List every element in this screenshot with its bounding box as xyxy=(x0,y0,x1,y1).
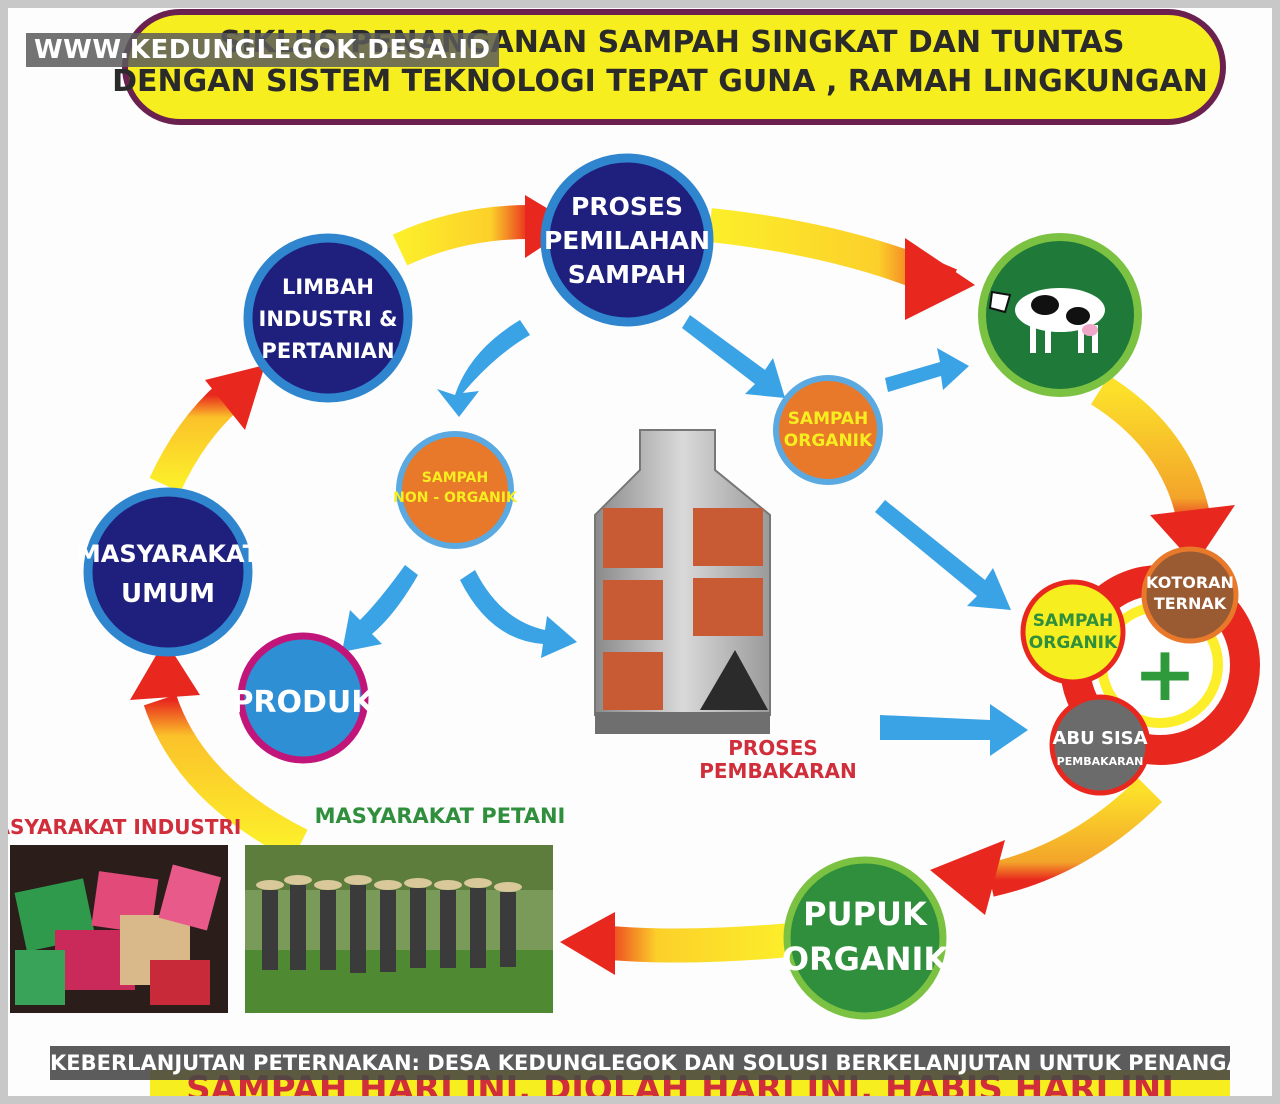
industri-product-photo xyxy=(10,845,228,1013)
blue-arrow-to-mix xyxy=(875,500,1011,610)
node-sampah-non-organik: SAMPAH NON - ORGANIK xyxy=(393,431,518,549)
non-organik-line-2: NON - ORGANIK xyxy=(393,490,518,506)
ring-segment-left xyxy=(149,382,242,493)
masyarakat-umum-line-1: MASYARAKAT xyxy=(77,540,260,568)
sampah-organik-line-1: SAMPAH xyxy=(788,409,869,429)
site-watermark: WWW.KEDUNGLEGOK.DESA.ID xyxy=(26,33,499,67)
ring-segment-lower-left xyxy=(143,694,308,861)
abu-sisa-line-1: ABU SISA xyxy=(1052,728,1147,749)
mix-sampah-organik-line-1: SAMPAH xyxy=(1033,611,1114,631)
non-organik-line-1: SAMPAH xyxy=(422,470,488,486)
masyarakat-industri-label: MASYARAKAT INDUSTRI xyxy=(0,815,241,839)
node-masyarakat-umum: MASYARAKAT UMUM xyxy=(77,487,260,657)
node-cow xyxy=(978,233,1142,397)
ring-arrowhead-4 xyxy=(930,840,1005,915)
blue-arrow-to-produk xyxy=(342,565,418,652)
node-proses-pemilahan: PROSES PEMILAHAN SAMPAH xyxy=(540,153,714,327)
limbah-line-1: LIMBAH xyxy=(282,275,374,299)
banner-line-2: DENGAN SISTEM TEKNOLOGI TEPAT GUNA , RAM… xyxy=(112,64,1208,99)
proses-pemilahan-line-1: PROSES xyxy=(571,192,683,221)
node-pupuk-organik: PUPUK ORGANIK xyxy=(782,856,950,1020)
node-produk: PRODUK xyxy=(231,632,376,764)
limbah-line-2: INDUSTRI & xyxy=(259,307,398,331)
ring-segment-bottom xyxy=(598,923,792,963)
ring-arrowhead-2 xyxy=(905,238,975,320)
blue-arrow-to-non-organik xyxy=(437,320,530,417)
image-caption: KEBERLANJUTAN PETERNAKAN: DESA KEDUNGLEG… xyxy=(50,1046,1230,1080)
ring-segment-right xyxy=(1090,375,1212,529)
plus-icon: + xyxy=(1133,629,1197,718)
produk-label: PRODUK xyxy=(231,685,376,720)
ring-arrowhead-5 xyxy=(560,912,615,975)
blue-arrow-from-pembakaran xyxy=(880,704,1028,756)
sampah-organik-line-2: ORGANIK xyxy=(784,431,873,451)
petani-farmers-photo xyxy=(245,845,553,1013)
ring-segment-top-left xyxy=(392,205,531,266)
cow-icon xyxy=(988,288,1105,353)
proses-pembakaran-label-2: PEMBAKARAN xyxy=(699,759,857,783)
node-kotoran-ternak: KOTORAN TERNAK xyxy=(1141,546,1239,644)
ring-arrowhead-6 xyxy=(130,640,200,700)
proses-pembakaran-label-1: PROSES xyxy=(728,736,818,760)
blue-flow-arrows xyxy=(342,315,1028,756)
proses-pemilahan-line-3: SAMPAH xyxy=(568,260,687,289)
title-banner: SIKLUS PENANGANAN SAMPAH SINGKAT DAN TUN… xyxy=(112,9,1226,125)
blue-arrow-to-pembakaran xyxy=(460,570,577,658)
cycle-ring xyxy=(143,205,1212,963)
blue-arrow-to-organik xyxy=(682,315,785,398)
ring-arrowhead-3 xyxy=(1150,505,1235,565)
node-sampah-organik: SAMPAH ORGANIK xyxy=(773,375,883,485)
masyarakat-umum-line-2: UMUM xyxy=(121,579,215,609)
node-limbah-industri: LIMBAH INDUSTRI & PERTANIAN xyxy=(243,233,413,403)
masyarakat-petani-label: MASYARAKAT PETANI xyxy=(315,804,566,828)
node-abu-sisa: ABU SISA PEMBAKARAN xyxy=(1049,694,1151,796)
abu-sisa-line-2: PEMBAKARAN xyxy=(1057,755,1144,768)
proses-pemilahan-line-2: PEMILAHAN xyxy=(544,226,710,255)
blue-arrow-to-cow xyxy=(885,348,969,392)
pupuk-organik-line-1: PUPUK xyxy=(803,895,928,933)
kotoran-ternak-line-1: KOTORAN xyxy=(1146,573,1234,592)
node-mix-sampah-organik: SAMPAH ORGANIK xyxy=(1020,579,1126,685)
incinerator-building xyxy=(594,429,771,734)
mix-sampah-organik-line-2: ORGANIK xyxy=(1029,633,1118,653)
pupuk-organik-line-2: ORGANIK xyxy=(782,940,950,978)
ring-segment-lower-right xyxy=(986,777,1163,897)
limbah-line-3: PERTANIAN xyxy=(261,339,394,363)
kotoran-ternak-line-2: TERNAK xyxy=(1154,594,1227,613)
ring-arrowhead-7 xyxy=(205,365,265,430)
